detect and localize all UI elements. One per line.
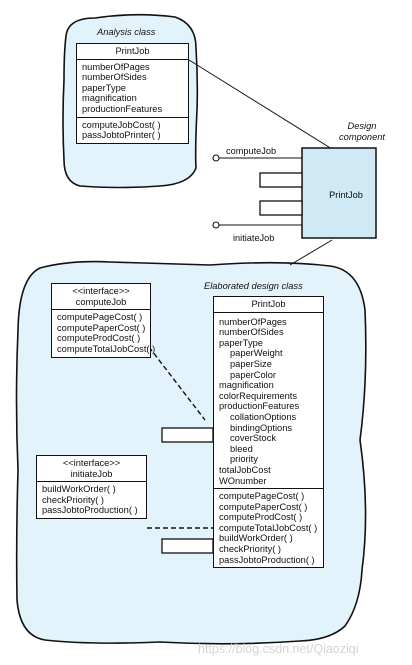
elaborated-operations-item: computeTotalJobCost( ) (219, 522, 318, 533)
analysis-attributes-item: numberOfPages (82, 61, 150, 72)
elaborated-attribute-item: paperSize (230, 358, 272, 369)
computejob-operations-item: computePaperCost( ) (57, 322, 146, 333)
computejob-operations: computePageCost( )computePaperCost( )com… (52, 309, 156, 356)
computejob-stereotype: <<interface>> (72, 286, 130, 296)
design-component-caption-line1: Design (347, 121, 377, 131)
elaborated-attribute-item: numberOfPages (219, 316, 287, 327)
elaborated-attribute-item: WOnumber (219, 475, 267, 486)
elaborated-attribute-item: paperWeight (230, 348, 283, 359)
elaborated-attribute-item: bindingOptions (230, 422, 293, 433)
elaborated-class-caption: Elaborated design class (204, 281, 303, 291)
component-to-elaborated-line (289, 239, 333, 266)
computejob-interface-box: <<interface>> computeJob computePageCost… (51, 283, 156, 358)
elaborated-attribute-item: numberOfSides (219, 327, 284, 338)
analysis-class-caption: Analysis class (97, 27, 156, 37)
elaborated-operations: computePageCost( )computePaperCost( )com… (214, 488, 323, 567)
elaborated-attribute-item: priority (230, 454, 258, 465)
initiatejob-operations: buildWorkOrder( )checkPriority( )passJob… (37, 481, 146, 518)
elaborated-attribute-item: collationOptions (230, 411, 297, 422)
initiatejob-operations-item: passJobtoProduction( ) (42, 505, 138, 516)
analysis-class-name: PrintJob (115, 46, 150, 56)
initiatejob-interface-box: <<interface>> initiateJob buildWorkOrder… (36, 455, 147, 519)
component-port-upper (259, 172, 303, 188)
elaborated-operations-item: computeProdCost( ) (219, 512, 303, 523)
elaborated-attribute-item: productionFeatures (219, 401, 300, 412)
computejob-lollipop-circle (212, 154, 220, 162)
elaborated-attribute-item: totalJobCost (219, 464, 271, 475)
elaborated-operations-item: buildWorkOrder( ) (219, 533, 293, 544)
elaborated-operations-item: passJobtoProduction( ) (219, 554, 315, 565)
analysis-to-component-line (188, 59, 333, 150)
component-port-lower (259, 200, 303, 216)
analysis-operations-item: passJobtoPrinter( ) (82, 130, 161, 141)
initiatejob-interface-name: initiateJob (70, 468, 113, 479)
analysis-attributes-item: paperType (82, 82, 126, 93)
computejob-operations-item: computeTotalJobCost( ) (57, 343, 156, 354)
elaborated-operations-item: checkPriority( ) (219, 544, 281, 555)
elaborated-attribute-item: bleed (230, 443, 253, 454)
elaborated-class-name: PrintJob (251, 299, 286, 309)
analysis-operations: computeJobCost( )passJobtoPrinter( ) (77, 116, 188, 143)
elaborated-attribute-item: coverStock (230, 433, 276, 444)
initiatejob-stereotype: <<interface>> (62, 458, 121, 468)
initiatejob-operations-item: buildWorkOrder( ) (42, 484, 116, 495)
design-component-name: PrintJob (329, 190, 363, 200)
design-component-caption-line2: component (339, 131, 385, 142)
computejob-operations-item: computePageCost( ) (57, 312, 143, 323)
computejob-interface-header: <<interface>> computeJob (52, 284, 150, 309)
initiatejob-operations-item: checkPriority( ) (42, 494, 104, 505)
elaborated-operations-item: computePaperCost( ) (219, 501, 308, 512)
analysis-attributes-item: numberOfSides (82, 72, 147, 83)
initiatejob-lollipop-circle (212, 221, 220, 229)
elaborated-attribute-item: magnification (219, 380, 274, 391)
computejob-operations-item: computeProdCost( ) (57, 333, 141, 344)
elaborated-attribute-item: colorRequirements (219, 390, 298, 401)
computejob-realization-line (148, 346, 206, 421)
analysis-attributes-item: magnification (82, 93, 137, 104)
computejob-interface-name: computeJob (75, 296, 127, 307)
elaborated-port-lower (161, 538, 214, 554)
elaborated-port-upper (161, 427, 214, 443)
analysis-attributes-item: productionFeatures (82, 103, 163, 114)
initiatejob-interface-label: initiateJob (233, 233, 275, 243)
computejob-interface-label: computeJob (226, 146, 277, 156)
watermark-text: https://blog.csdn.net/Qiaoziqi (198, 642, 359, 656)
elaborated-attribute-item: paperType (219, 337, 263, 348)
initiatejob-interface-header: <<interface>> initiateJob (37, 456, 146, 481)
elaborated-operations-item: computePageCost( ) (219, 491, 305, 502)
elaborated-attribute-item: paperColor (230, 369, 276, 380)
design-component-caption: Design component (339, 121, 385, 142)
analysis-operations-item: computeJobCost( ) (82, 119, 161, 130)
design-component-box (301, 147, 377, 239)
